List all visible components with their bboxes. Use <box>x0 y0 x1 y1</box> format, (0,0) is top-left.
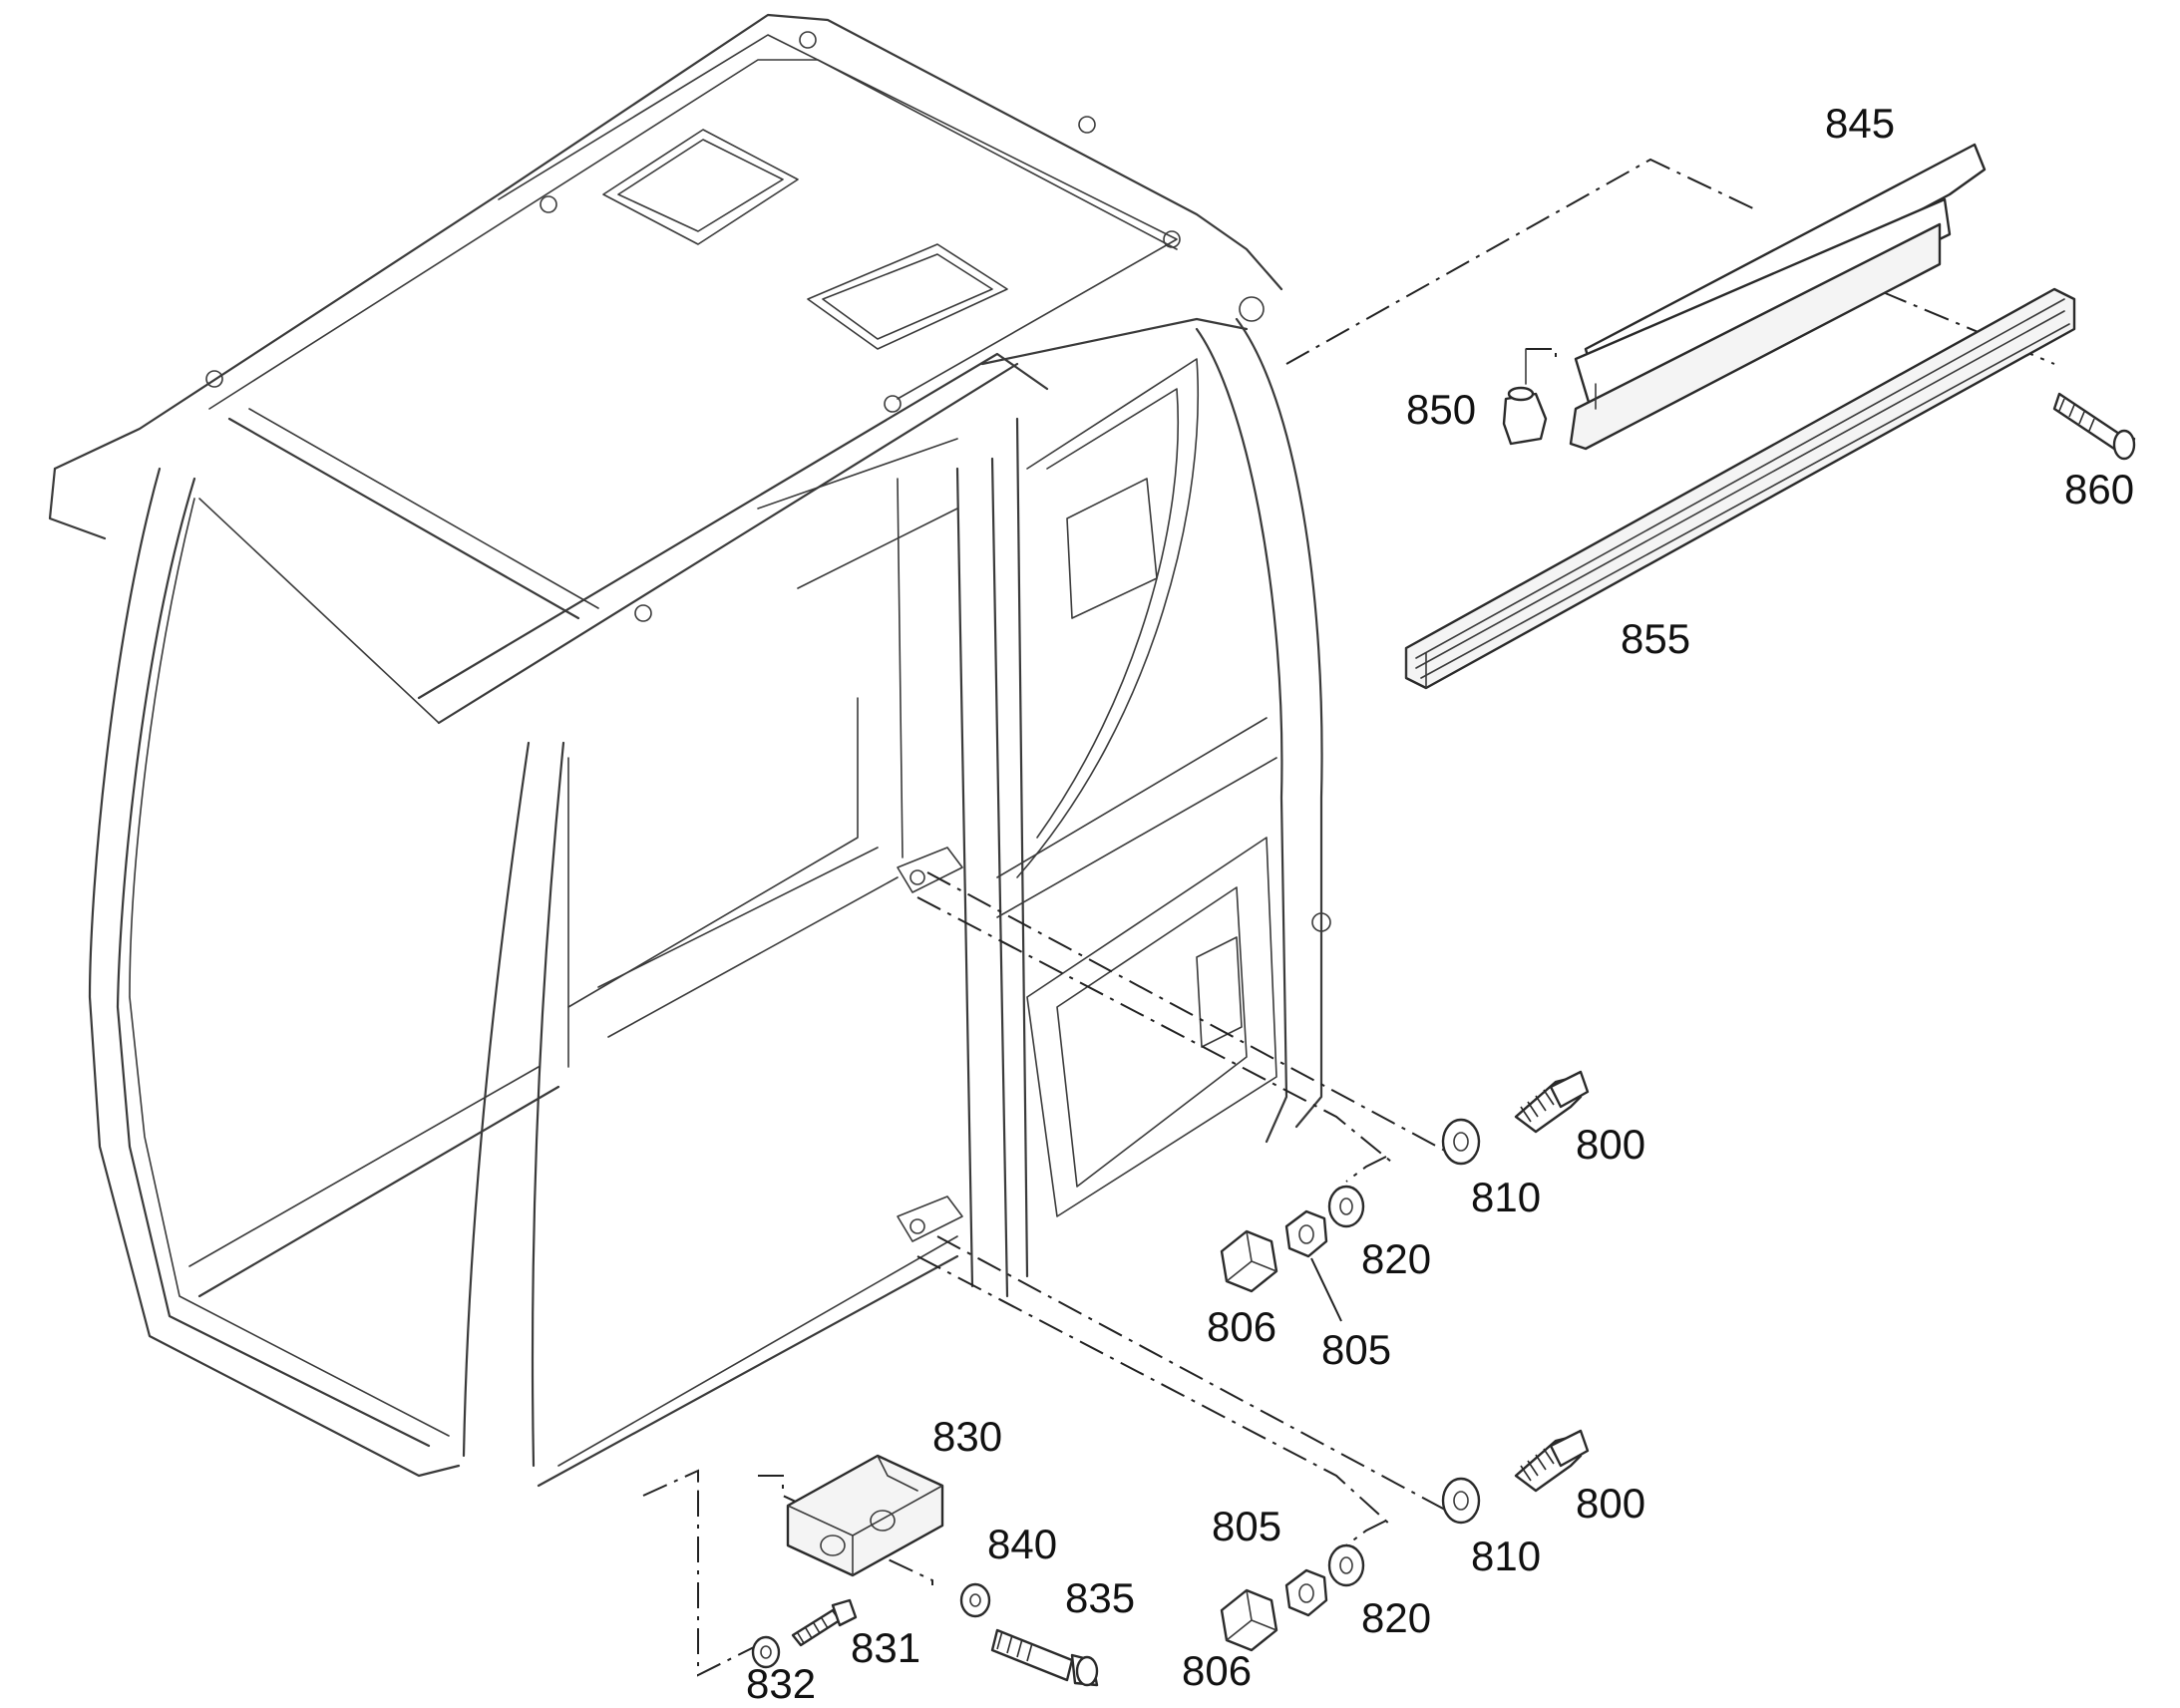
part-820-upper-washer <box>1327 1185 1365 1228</box>
part-820-lower-washer <box>1327 1543 1365 1587</box>
part-850-clip <box>1502 348 1548 446</box>
callout-840: 840 <box>987 1521 1057 1567</box>
part-831-bolt <box>791 1598 858 1647</box>
part-840-washer <box>959 1582 991 1618</box>
part-832-washer <box>751 1635 781 1669</box>
callout-835: 835 <box>1065 1574 1135 1621</box>
part-810-lower-washer <box>1441 1477 1481 1525</box>
callout-830: 830 <box>932 1413 1002 1460</box>
leader-lines <box>1310 1257 1342 1322</box>
cab-frame <box>48 13 1331 1488</box>
part-800-lower-stud <box>1514 1429 1590 1493</box>
callout-832: 832 <box>746 1660 816 1707</box>
callout-831: 831 <box>851 1624 920 1671</box>
callout-806b: 806 <box>1182 1647 1252 1694</box>
callout-855: 855 <box>1621 615 1690 662</box>
part-800-upper-stud <box>1514 1070 1590 1134</box>
callout-810b: 810 <box>1471 1533 1541 1579</box>
callout-806a: 806 <box>1207 1303 1276 1350</box>
part-855-lower-rail <box>1404 287 2076 690</box>
part-806-upper-cap-nut <box>1220 1229 1278 1293</box>
part-805-upper-nut <box>1284 1209 1328 1258</box>
callout-820a: 820 <box>1361 1235 1431 1282</box>
part-845-upper-rail <box>1569 143 1987 451</box>
callout-805a: 805 <box>1321 1326 1391 1373</box>
part-805-lower-nut <box>1284 1568 1328 1617</box>
callouts: 845 850 860 855 800 810 820 806 805 830 … <box>746 100 2134 1707</box>
part-810-upper-washer <box>1441 1118 1481 1166</box>
callout-845: 845 <box>1825 100 1895 147</box>
callout-850: 850 <box>1406 386 1476 433</box>
callout-800a: 800 <box>1576 1121 1645 1168</box>
callout-800b: 800 <box>1576 1480 1645 1527</box>
callout-805b: 805 <box>1212 1503 1281 1549</box>
part-830-block <box>786 1454 944 1577</box>
assembly-lines <box>642 158 2055 1677</box>
callout-810a: 810 <box>1471 1174 1541 1220</box>
part-835-bolt <box>990 1628 1099 1687</box>
part-806-lower-cap-nut <box>1220 1588 1278 1652</box>
callout-820b: 820 <box>1361 1594 1431 1641</box>
callout-860: 860 <box>2064 466 2134 512</box>
part-860-bolt <box>2052 392 2136 461</box>
